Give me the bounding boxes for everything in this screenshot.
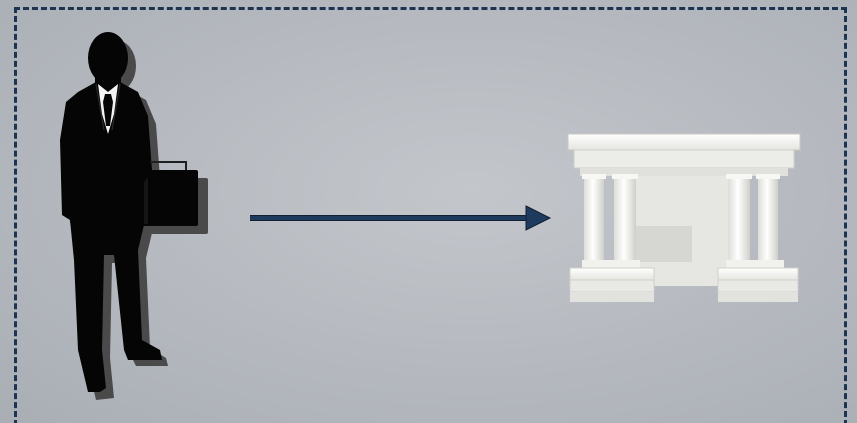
bank-building-icon: [562, 130, 806, 308]
businessman-icon: [48, 22, 218, 414]
right-arrow-icon: [246, 200, 556, 236]
